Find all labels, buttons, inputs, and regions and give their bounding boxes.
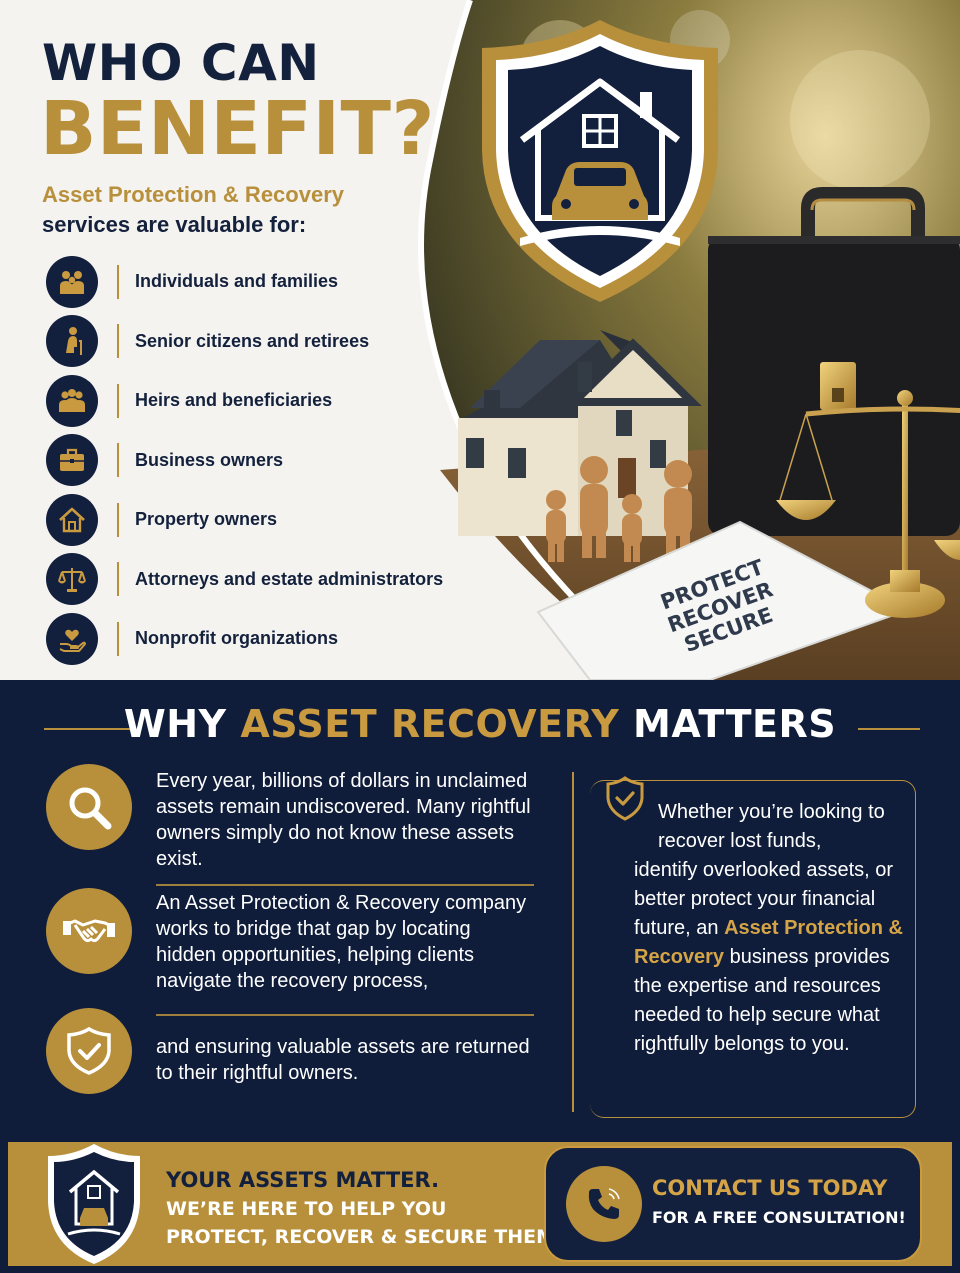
list-item: Business owners bbox=[46, 431, 486, 491]
handshake-icon bbox=[46, 888, 132, 974]
right-panel-text: Whether you’re looking to recover lost f… bbox=[634, 798, 904, 1059]
why-item-text: An Asset Protection & Recovery company w… bbox=[156, 892, 527, 992]
column-divider bbox=[572, 772, 574, 1112]
divider bbox=[156, 1014, 534, 1016]
shield-logo-small bbox=[48, 1144, 140, 1264]
phone-icon bbox=[566, 1166, 642, 1242]
right-panel-highlight: Asset Protection & Recovery bbox=[634, 917, 903, 968]
divider bbox=[117, 264, 119, 299]
list-item: Attorneys and estate administrators bbox=[46, 550, 486, 610]
contact-line2: FOR A FREE CONSULTATION! bbox=[652, 1208, 906, 1227]
list-item: Nonprofit organizations bbox=[46, 609, 486, 669]
right-panel-frame bbox=[590, 780, 916, 1118]
hero-section: PROTECT RECOVER SECURE bbox=[0, 0, 960, 680]
scales-figure bbox=[776, 390, 960, 618]
hero-photo: PROTECT RECOVER SECURE bbox=[418, 0, 960, 680]
why-title-part3: MATTERS bbox=[619, 702, 837, 746]
hero-title-line2: BENEFIT? bbox=[40, 86, 435, 172]
why-item: An Asset Protection & Recovery company w… bbox=[46, 888, 526, 992]
benefit-label: Heirs and beneficiaries bbox=[135, 390, 333, 411]
group-icon bbox=[46, 374, 98, 427]
benefit-label: Nonprofit organizations bbox=[135, 628, 338, 649]
why-item: and ensuring valuable assets are returne… bbox=[46, 1008, 530, 1094]
divider bbox=[156, 884, 534, 886]
shield-logo bbox=[482, 20, 718, 302]
why-title-part2: ASSET RECOVERY bbox=[240, 702, 620, 746]
why-title: WHY ASSET RECOVERY MATTERS bbox=[0, 702, 960, 746]
why-section: WHY ASSET RECOVERY MATTERS Every year, b… bbox=[0, 680, 960, 1135]
divider bbox=[117, 502, 119, 537]
cta-line2: WE’RE HERE TO HELP YOU bbox=[166, 1198, 447, 1220]
divider bbox=[117, 383, 119, 418]
hero-intro-line2: services are valuable for: bbox=[42, 212, 307, 237]
list-item: Individuals and families bbox=[46, 252, 486, 312]
benefit-label: Property owners bbox=[135, 509, 278, 530]
why-title-part1: WHY bbox=[123, 702, 241, 746]
cta-line3: PROTECT, RECOVER & SECURE THEM. bbox=[166, 1226, 563, 1248]
house-icon bbox=[46, 493, 98, 546]
contact-button[interactable]: CONTACT US TODAY FOR A FREE CONSULTATION… bbox=[544, 1146, 922, 1262]
title-rule-right bbox=[858, 728, 920, 730]
contact-line1: CONTACT US TODAY bbox=[652, 1176, 888, 1200]
hero-title-line1: WHO CAN bbox=[42, 34, 320, 92]
right-panel-body2: business provides the expertise and reso… bbox=[634, 946, 890, 1055]
heart-hand-icon bbox=[46, 612, 98, 665]
divider bbox=[117, 562, 119, 597]
shield-check-icon bbox=[606, 776, 644, 821]
right-panel-lead: Whether you’re looking to recover lost f… bbox=[658, 801, 885, 852]
senior-icon bbox=[46, 315, 98, 368]
list-item: Heirs and beneficiaries bbox=[46, 371, 486, 431]
list-item: Property owners bbox=[46, 490, 486, 550]
benefit-label: Business owners bbox=[135, 449, 284, 470]
divider bbox=[117, 443, 119, 478]
shield-check-icon bbox=[46, 1008, 132, 1094]
family-icon bbox=[46, 255, 98, 308]
why-item-text: Every year, billions of dollars in uncla… bbox=[156, 770, 531, 870]
magnifier-icon bbox=[46, 764, 132, 850]
hero-intro-line1: Asset Protection & Recovery bbox=[42, 182, 344, 207]
cta-line1: YOUR ASSETS MATTER. bbox=[166, 1168, 440, 1192]
divider bbox=[117, 324, 119, 359]
why-item-text: and ensuring valuable assets are returne… bbox=[156, 1036, 530, 1084]
title-rule-left bbox=[44, 728, 132, 730]
briefcase-icon bbox=[46, 434, 98, 487]
benefit-label: Attorneys and estate administrators bbox=[135, 568, 444, 589]
footer-banner: YOUR ASSETS MATTER. WE’RE HERE TO HELP Y… bbox=[8, 1142, 952, 1266]
scales-icon bbox=[46, 553, 98, 606]
list-item: Senior citizens and retirees bbox=[46, 312, 486, 372]
right-panel-body1: identify overlooked assets, or better pr… bbox=[634, 859, 894, 939]
divider bbox=[117, 621, 119, 656]
benefit-list: Individuals and families Senior citizens… bbox=[46, 252, 486, 669]
why-item: Every year, billions of dollars in uncla… bbox=[46, 764, 531, 870]
benefit-label: Individuals and families bbox=[135, 271, 339, 292]
benefit-label: Senior citizens and retirees bbox=[135, 330, 370, 351]
